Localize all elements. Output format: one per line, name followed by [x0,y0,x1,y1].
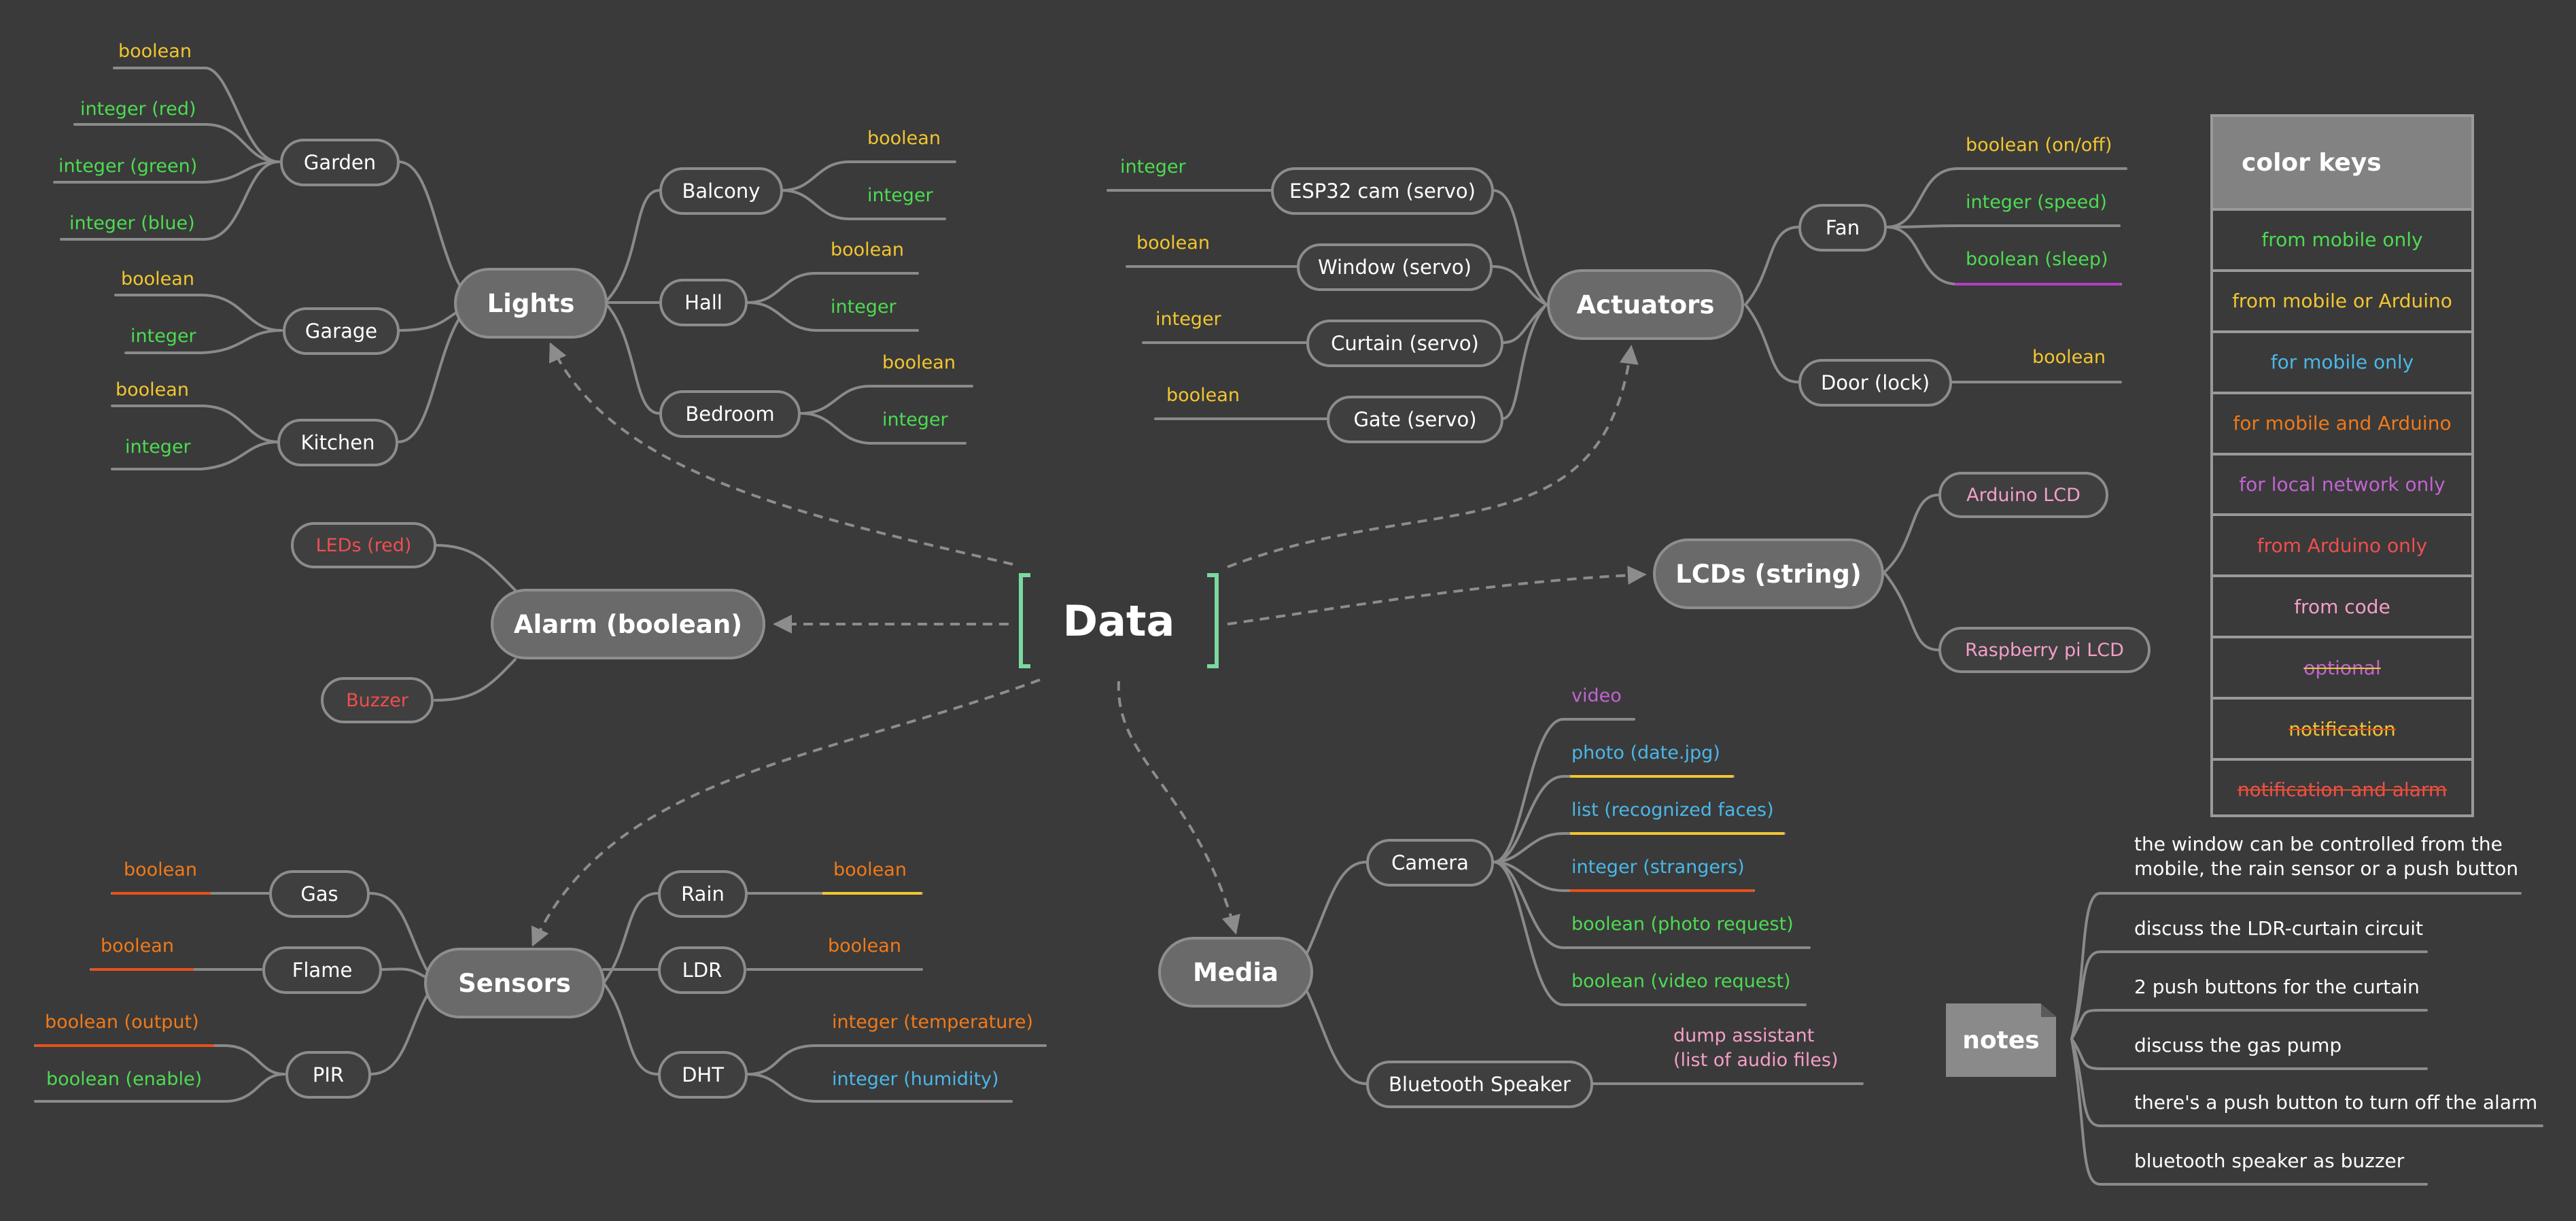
gas-boolean-label: boolean [124,859,197,880]
key-item: from mobile only [2213,208,2471,269]
camera-video-request-label: boolean (video request) [1571,971,1791,992]
key-item: for mobile only [2213,330,2471,392]
note-item: 2 push buttons for the curtain [2134,976,2420,998]
buzzer-node[interactable]: Buzzer [321,677,434,723]
hall-node[interactable]: Hall [659,279,748,326]
camera-faces-label: list (recognized faces) [1571,799,1774,821]
bluetooth-speaker-node[interactable]: Bluetooth Speaker [1366,1061,1593,1108]
bracket-left [1019,573,1030,668]
key-item: for local network only [2213,452,2471,514]
hall-integer-label: integer [831,296,897,317]
curtain-integer-label: integer [1155,309,1221,330]
bedroom-integer-label: integer [882,409,948,430]
key-item-optional: optional [2213,636,2471,697]
actuators-node[interactable]: Actuators [1547,269,1744,340]
lights-node[interactable]: Lights [454,268,608,339]
key-item: for mobile and Arduino [2213,391,2471,453]
note-item: bluetooth speaker as buzzer [2134,1150,2405,1172]
fan-node[interactable]: Fan [1798,204,1887,252]
color-keys-title: color keys [2213,117,2471,208]
note-item: the window can be controlled from the mo… [2134,833,2519,880]
fan-sleep-label: boolean (sleep) [1966,249,2108,270]
notes-node[interactable]: notes [1946,1003,2056,1077]
garage-boolean-label: boolean [121,269,194,290]
kitchen-boolean-label: boolean [116,379,189,400]
notes-title: notes [1962,1026,2040,1054]
window-boolean-label: boolean [1136,233,1210,254]
pir-output-label: boolean (output) [45,1012,199,1033]
flame-node[interactable]: Flame [262,946,382,994]
key-item-notification: notification [2213,697,2471,758]
bracket-right [1207,573,1219,668]
key-item-notification-alarm: notification and alarm [2213,758,2471,819]
rain-node[interactable]: Rain [658,870,748,918]
curtain-node[interactable]: Curtain (servo) [1306,320,1503,367]
garden-node[interactable]: Garden [280,139,400,186]
ldr-node[interactable]: LDR [658,946,746,994]
pir-node[interactable]: PIR [285,1051,371,1099]
esp32-integer-label: integer [1120,156,1186,177]
flame-boolean-label: boolean [101,935,174,957]
door-boolean-label: boolean [2032,347,2106,368]
camera-photo-label: photo (date.jpg) [1571,742,1720,763]
garden-blue-label: integer (blue) [69,213,195,234]
fan-speed-label: integer (speed) [1966,192,2107,213]
central-topic[interactable]: Data [1017,571,1221,670]
balcony-boolean-label: boolean [867,128,941,149]
note-item: discuss the gas pump [2134,1034,2342,1056]
key-item: from mobile or Arduino [2213,269,2471,330]
pir-enable-label: boolean (enable) [46,1069,203,1090]
note-item: there's a push button to turn off the al… [2134,1091,2538,1114]
rain-boolean-label: boolean [833,859,907,880]
dht-node[interactable]: DHT [658,1051,748,1099]
bedroom-boolean-label: boolean [882,352,956,373]
balcony-integer-label: integer [867,185,933,206]
arduino-lcd-node[interactable]: Arduino LCD [1938,472,2108,518]
leds-node[interactable]: LEDs (red) [291,522,436,568]
media-node[interactable]: Media [1158,937,1313,1008]
central-topic-label: Data [1062,596,1175,646]
garage-integer-label: integer [130,326,196,347]
garden-red-label: integer (red) [80,99,196,120]
dht-temperature-label: integer (temperature) [832,1012,1034,1033]
key-item: from code [2213,574,2471,636]
lcds-node[interactable]: LCDs (string) [1653,538,1884,609]
gas-node[interactable]: Gas [269,870,370,918]
gate-node[interactable]: Gate (servo) [1327,396,1503,443]
gate-boolean-label: boolean [1166,385,1240,406]
key-item: from Arduino only [2213,513,2471,574]
camera-node[interactable]: Camera [1366,839,1494,887]
raspberry-lcd-node[interactable]: Raspberry pi LCD [1938,627,2151,673]
color-keys-panel: color keys from mobile only from mobile … [2210,114,2474,817]
dht-humidity-label: integer (humidity) [832,1069,999,1090]
camera-strangers-label: integer (strangers) [1571,857,1745,878]
garden-boolean-label: boolean [118,41,192,62]
door-node[interactable]: Door (lock) [1798,359,1952,407]
hall-boolean-label: boolean [831,239,904,260]
garden-green-label: integer (green) [58,156,198,177]
kitchen-integer-label: integer [125,436,191,458]
ldr-boolean-label: boolean [828,935,901,957]
bedroom-node[interactable]: Bedroom [659,390,801,438]
alarm-node[interactable]: Alarm (boolean) [491,589,765,659]
esp32-cam-node[interactable]: ESP32 cam (servo) [1271,167,1494,215]
sensors-node[interactable]: Sensors [424,948,605,1018]
window-node[interactable]: Window (servo) [1297,243,1493,291]
speaker-leaf-label: dump assistant (list of audio files) [1673,1025,1839,1071]
note-item: discuss the LDR-curtain circuit [2134,917,2423,940]
camera-photo-request-label: boolean (photo request) [1571,914,1794,935]
fan-onoff-label: boolean (on/off) [1966,135,2112,156]
garage-node[interactable]: Garage [283,307,400,355]
kitchen-node[interactable]: Kitchen [277,419,398,466]
balcony-node[interactable]: Balcony [659,167,783,215]
camera-video-label: video [1571,685,1622,706]
